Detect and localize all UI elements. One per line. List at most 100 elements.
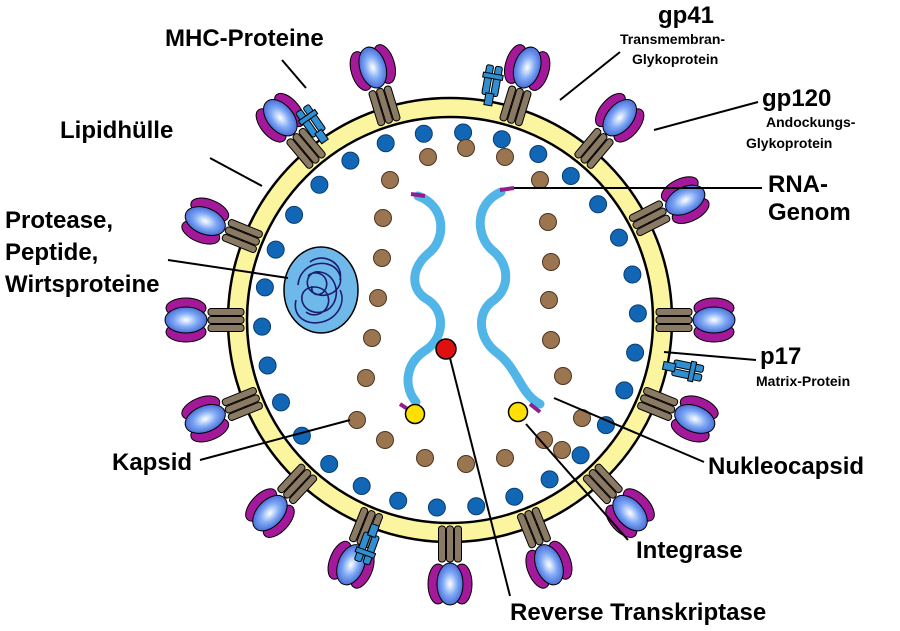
- gp120-head: [525, 540, 573, 589]
- matrix-protein-dot: [623, 265, 642, 284]
- capsid-dot: [535, 431, 553, 449]
- label-rna: RNA-: [768, 171, 828, 198]
- leader-integrase: [525, 423, 629, 541]
- matrix-protein-dot: [626, 343, 645, 362]
- gp41-stalk: [594, 463, 623, 494]
- capsid-dot: [357, 369, 375, 387]
- gp41-stalk: [376, 87, 393, 124]
- capsid-dot: [373, 249, 391, 267]
- matrix-protein-dot: [341, 151, 360, 170]
- gp-spike: [655, 297, 736, 343]
- gp120-head: [503, 44, 551, 91]
- gp41-stalk: [632, 207, 667, 230]
- gp-spike: [516, 507, 573, 589]
- matrix-protein-dot: [376, 134, 395, 153]
- label-p17-sub: Matrix-Protein: [756, 373, 850, 389]
- gp120-head: [692, 297, 736, 343]
- capsid-dot: [363, 329, 381, 347]
- capsid-dot: [542, 331, 560, 349]
- gp-spike: [245, 463, 318, 538]
- leader-gp120: [653, 101, 759, 131]
- gp41-stalk: [207, 316, 245, 324]
- label-gp120-sub1: Andockungs-: [766, 114, 856, 130]
- matrix-protein-dot: [258, 356, 277, 375]
- mhc-protein: [481, 64, 504, 107]
- gp41-stalk: [207, 308, 245, 316]
- leader-lipid: [209, 157, 263, 187]
- leader-lines: [167, 51, 762, 597]
- capsid-dot: [376, 431, 394, 449]
- integrase-dot-left: [404, 403, 426, 425]
- gp-spike: [181, 386, 263, 443]
- gp120-head: [181, 395, 230, 443]
- capsid-dot: [531, 171, 549, 189]
- gp120-head: [605, 488, 655, 538]
- leader-p17: [663, 351, 757, 361]
- capsid-dot: [457, 455, 475, 473]
- capsid-dot: [553, 441, 571, 459]
- rna-end-left-top: [410, 192, 426, 198]
- gp-spike: [637, 386, 719, 443]
- matrix-protein-dot: [615, 381, 634, 400]
- leader-mhc: [281, 59, 307, 89]
- capsid-dot: [539, 213, 557, 231]
- label-genom: Genom: [768, 199, 851, 226]
- gp-spike: [164, 297, 245, 343]
- gp41-stalk: [524, 510, 544, 546]
- mhc-protein: [295, 104, 329, 145]
- gp41-stalk: [582, 474, 612, 505]
- gp41-stalk: [383, 85, 401, 122]
- rna-end-right-top: [499, 186, 515, 192]
- matrix-protein-dot: [320, 455, 339, 473]
- gp-spike: [628, 176, 710, 237]
- matrix-protein-dot: [610, 228, 628, 247]
- gp-spike: [181, 197, 263, 254]
- integrase-dot-right: [507, 401, 529, 423]
- gp41-stalk: [288, 474, 318, 505]
- gp41-stalk: [628, 200, 664, 222]
- protease-body: [283, 246, 359, 334]
- gp41-stalk: [580, 133, 608, 164]
- gp41-stalk: [292, 133, 320, 164]
- gp41-stalk: [531, 507, 551, 543]
- mhc-protein: [661, 359, 705, 383]
- matrix-protein-dot: [253, 317, 272, 336]
- gp41-stalk: [368, 90, 386, 127]
- matrix-protein-dot: [467, 497, 486, 516]
- gp41-stalk: [227, 401, 263, 421]
- capsid-dot: [540, 291, 558, 309]
- matrix-protein-dot: [529, 145, 548, 163]
- label-nukleocapsid: Nukleocapsid: [708, 453, 864, 480]
- matrix-protein-dot: [454, 123, 473, 142]
- label-lipidhuelle: Lipidhülle: [60, 117, 173, 144]
- matrix-protein-dot: [310, 175, 329, 194]
- gp41-stalk: [221, 233, 257, 254]
- gp41-stalk: [507, 87, 524, 124]
- gp41-stalk: [221, 386, 257, 407]
- protease-coil: [294, 257, 343, 324]
- label-gp41-sub1: Transmembran-: [620, 31, 725, 47]
- gp120-head: [595, 92, 645, 143]
- gp-spike: [574, 92, 645, 169]
- rna-end-right-bottom: [528, 402, 542, 414]
- gp120-head: [181, 197, 230, 245]
- label-wirtsproteine: Wirtsproteine: [5, 271, 159, 298]
- matrix-protein-dot: [505, 487, 524, 506]
- gp41-stalk: [207, 324, 245, 332]
- matrix-protein-dot: [571, 446, 590, 465]
- gp41-stalk: [283, 469, 312, 499]
- rna-strand-left: [403, 191, 446, 407]
- gp120-head: [349, 44, 397, 91]
- gp41-stalk: [574, 127, 602, 159]
- capsid-dot: [369, 289, 387, 307]
- matrix-protein-dot: [352, 477, 371, 495]
- matrix-protein-p17-dots: [253, 123, 647, 517]
- rna-strand-right: [475, 187, 545, 409]
- gp-spike: [349, 44, 401, 127]
- rna-genome: [398, 186, 545, 414]
- matrix-protein-dot: [492, 130, 511, 149]
- gp41-stalk: [454, 525, 462, 563]
- mhc-proteins: [295, 64, 705, 566]
- label-p17: p17: [760, 343, 801, 370]
- gp41-stalk: [655, 308, 693, 316]
